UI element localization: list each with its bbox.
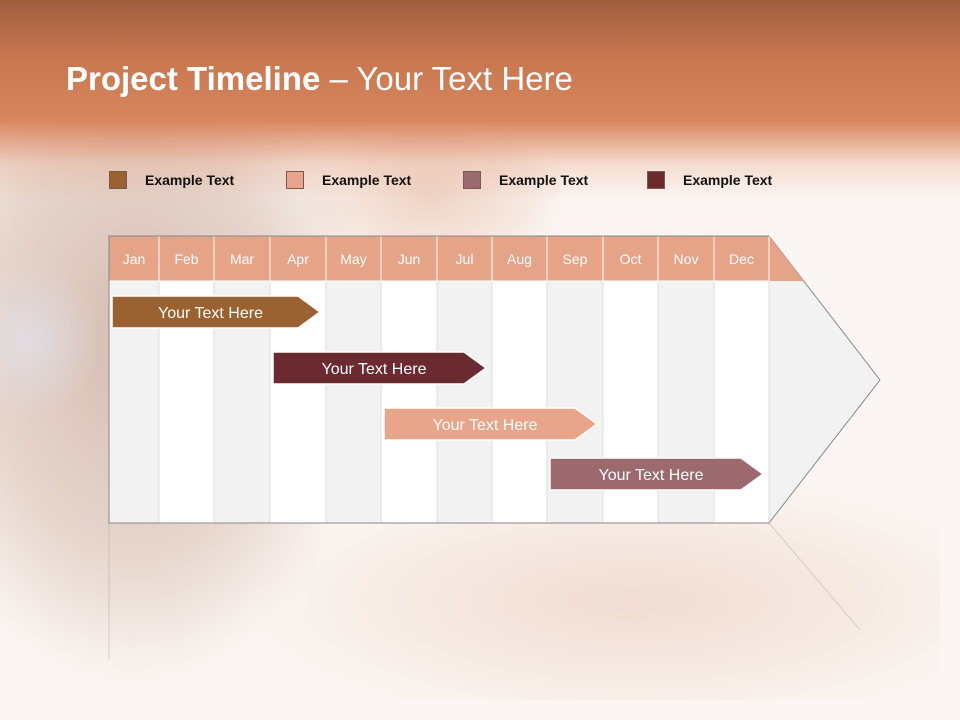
month-header-cell — [325, 235, 382, 282]
timeline-frame — [108, 235, 769, 524]
month-column — [380, 280, 438, 524]
timeline-bar-label: Your Text Here — [433, 417, 538, 434]
timeline-bar-label: Your Text Here — [599, 467, 704, 484]
month-header-cell — [657, 235, 715, 282]
month-label: Mar — [230, 251, 254, 267]
month-label: Sep — [563, 251, 588, 267]
legend-label: Example Text — [683, 172, 773, 188]
timeline-bar — [272, 351, 488, 385]
legend-item: Example Text — [109, 170, 234, 190]
month-header-cell — [491, 235, 548, 282]
legend-item: Example Text — [286, 170, 411, 190]
page-title-rest: – Your Text Here — [320, 60, 573, 97]
month-label: May — [340, 251, 366, 267]
month-column — [491, 280, 548, 524]
month-label: Nov — [674, 251, 699, 267]
legend-swatch — [463, 171, 481, 189]
legend-item: Example Text — [647, 170, 772, 190]
legend-label: Example Text — [322, 172, 412, 188]
month-header-cell — [602, 235, 659, 282]
reflection-arrow-edge — [768, 522, 861, 631]
timeline-bar — [549, 457, 765, 491]
month-header-cell — [436, 235, 493, 282]
month-column — [325, 280, 382, 524]
month-header-cell — [158, 235, 215, 282]
timeline-bar — [383, 407, 599, 441]
legend-swatch — [109, 171, 127, 189]
month-label: Jul — [456, 251, 474, 267]
timeline-reflection — [108, 522, 861, 660]
legend-item: Example Text — [463, 170, 588, 190]
title-banner — [0, 0, 960, 200]
page-title-bold: Project Timeline — [66, 60, 321, 97]
timeline-bar-label: Your Text Here — [322, 361, 427, 378]
legend-swatch — [647, 171, 665, 189]
month-column — [436, 280, 493, 524]
timeline-bar — [111, 295, 322, 329]
month-header-cell — [713, 235, 770, 282]
legend-label: Example Text — [145, 172, 235, 188]
month-label: Apr — [287, 251, 309, 267]
month-label: Oct — [620, 251, 642, 267]
timeline-arrow-header — [769, 236, 804, 281]
month-header-cell — [380, 235, 438, 282]
month-label: Jun — [398, 251, 421, 267]
month-label: Jan — [123, 251, 146, 267]
page-title: Project Timeline – Your Text Here — [66, 60, 573, 98]
timeline-bar-label: Your Text Here — [158, 305, 263, 322]
legend-label: Example Text — [499, 172, 589, 188]
month-label: Dec — [729, 251, 754, 267]
legend-swatch — [286, 171, 304, 189]
month-label: Feb — [174, 251, 198, 267]
month-label: Aug — [507, 251, 532, 267]
background-shoulder — [0, 260, 100, 420]
